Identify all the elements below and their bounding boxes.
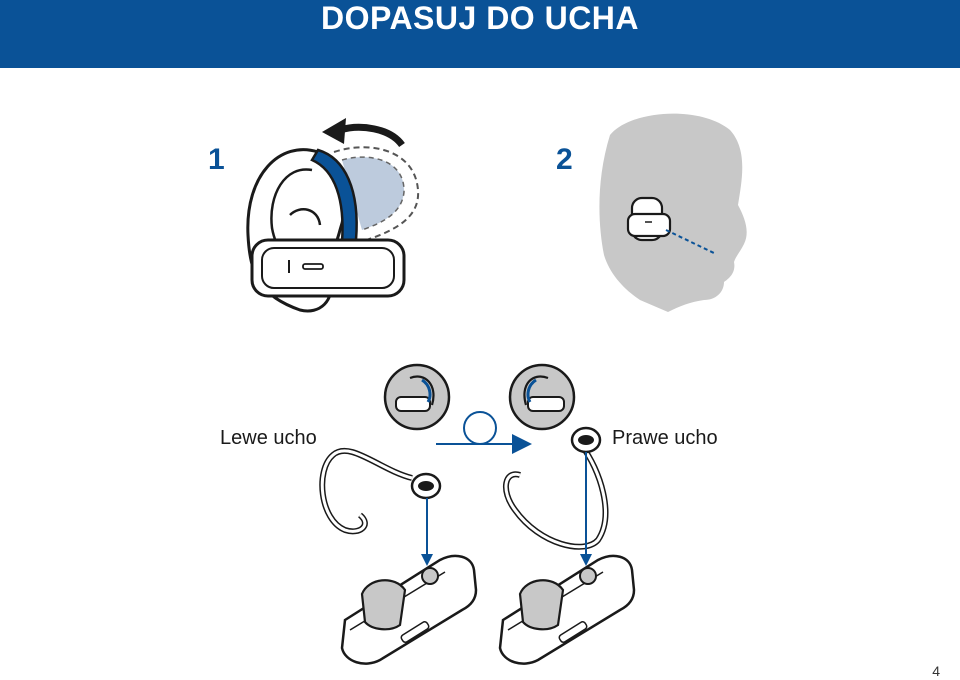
step-number-2: 2 [556,143,573,176]
right-headset-device-illustration [498,554,636,665]
left-headset-device-illustration [340,554,478,665]
right-earhook-illustration [503,426,609,566]
swap-arrow-icon [436,411,532,454]
head-profile-illustration [599,113,747,313]
ear-with-headset-illustration [246,118,420,313]
right-ear-badge [508,363,576,431]
left-ear-label: Lewe ucho [220,427,317,449]
right-ear-label: Prawe ucho [612,427,718,449]
page-header: DOPASUJ DO UCHA [0,0,960,68]
left-earhook-illustration [319,447,442,566]
left-ear-badge [383,363,451,431]
rotate-arrow-icon [322,118,405,148]
page-title: DOPASUJ DO UCHA [320,0,640,36]
page-number: 4 [932,663,940,679]
step-number-1: 1 [208,143,225,176]
